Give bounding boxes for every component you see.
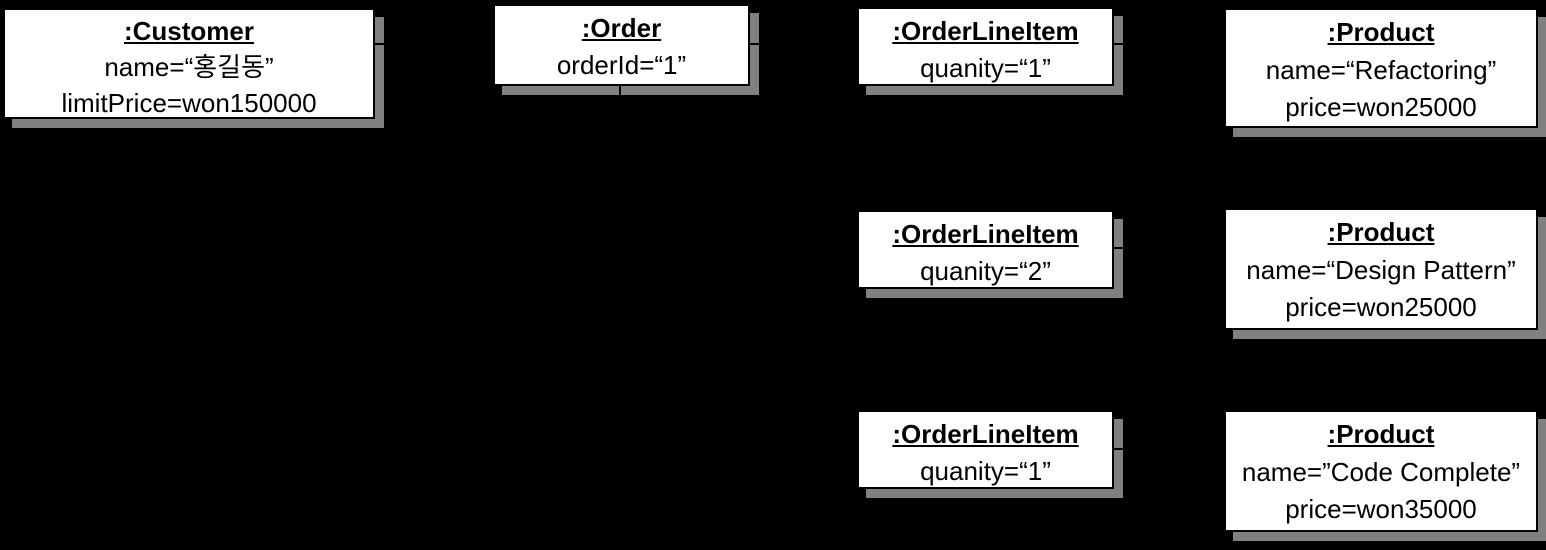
object-box-product-3: :Product name=”Code Complete” price=won3… bbox=[1224, 410, 1538, 532]
object-attribute-limit-price: limitPrice=won150000 bbox=[61, 88, 317, 118]
object-attribute-name: name=“홍길동” bbox=[104, 52, 274, 82]
object-attribute-quantity: quanity=“1” bbox=[920, 53, 1051, 83]
object-attribute-name: name=”Code Complete” bbox=[1241, 457, 1521, 487]
object-title: :Customer bbox=[123, 16, 254, 46]
object-box-customer: :Customer name=“홍길동” limitPrice=won15000… bbox=[3, 8, 375, 119]
object-title: :OrderLineItem bbox=[892, 219, 1079, 249]
object-box-order-line-item-2: :OrderLineItem quanity=“2” bbox=[857, 210, 1114, 289]
object-title: :OrderLineItem bbox=[892, 16, 1079, 46]
object-title: :Product bbox=[1327, 17, 1435, 47]
object-box-order-line-item-3: :OrderLineItem quanity=“1” bbox=[857, 410, 1114, 489]
object-attribute-price: price=won25000 bbox=[1285, 92, 1477, 122]
object-title: :Order bbox=[581, 13, 662, 43]
object-title: :OrderLineItem bbox=[892, 419, 1079, 449]
object-attribute-quantity: quanity=“2” bbox=[920, 256, 1051, 286]
object-box-order-line-item-1: :OrderLineItem quanity=“1” bbox=[857, 7, 1114, 86]
object-attribute-quantity: quanity=“1” bbox=[920, 456, 1051, 486]
object-title: :Product bbox=[1327, 217, 1435, 247]
object-attribute-name: name=“Refactoring” bbox=[1265, 55, 1497, 85]
object-title: :Product bbox=[1327, 419, 1435, 449]
object-box-product-2: :Product name=“Design Pattern” price=won… bbox=[1224, 208, 1538, 330]
object-attribute-name: name=“Design Pattern” bbox=[1246, 255, 1516, 285]
object-box-order: :Order orderId=“1” bbox=[493, 4, 750, 86]
object-attribute-price: price=won35000 bbox=[1285, 494, 1477, 524]
object-attribute-price: price=won25000 bbox=[1285, 292, 1477, 322]
object-attribute-order-id: orderId=“1” bbox=[556, 50, 687, 80]
object-box-product-1: :Product name=“Refactoring” price=won250… bbox=[1224, 8, 1538, 128]
